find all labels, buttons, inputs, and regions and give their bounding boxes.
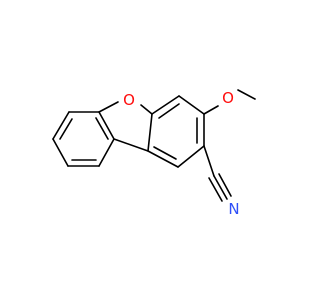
triple-bond [218,173,232,197]
bond-to-ring-oxygen [140,104,153,115]
bond [98,111,115,140]
nitrile-group [203,145,232,202]
bond-to-ring-oxygen [98,101,119,113]
ring-oxygen-label: O [123,91,135,109]
methoxy-group [203,89,256,115]
bond [151,95,180,115]
double-bond-inner [158,103,180,119]
bond [178,95,205,115]
right-benzene-ring [147,95,205,168]
bond [52,138,69,167]
bond [98,138,115,167]
methoxy-oxygen-label: O [222,89,234,107]
double-bond-inner [153,146,177,160]
triple-bond [208,177,223,202]
bond [177,145,205,168]
double-bond-inner [95,117,109,140]
nitrile-nitrogen-label: N [228,200,239,218]
triple-bond [213,175,228,200]
bond [237,89,256,100]
double-bond-inner [59,118,73,140]
bond [147,150,179,168]
molecule-structure-diagram: O O N [52,89,256,218]
furan-ring [98,101,153,152]
left-benzene-ring [52,111,115,167]
bond [52,111,70,140]
bond [203,105,219,115]
bond [147,113,153,152]
bond [203,145,215,177]
bond [113,138,149,152]
